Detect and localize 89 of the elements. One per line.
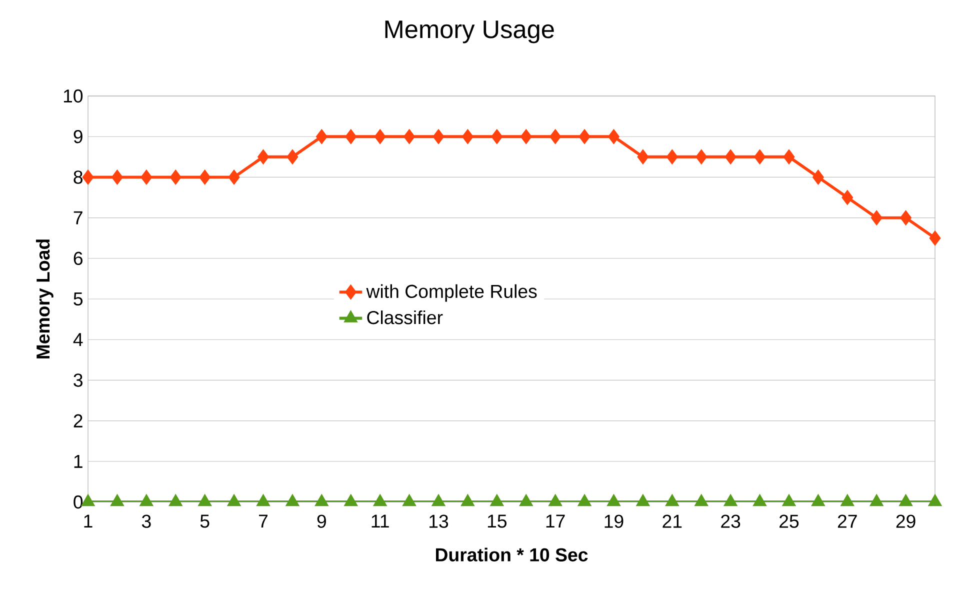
point: [403, 495, 416, 506]
y-tick-label: 7: [74, 211, 82, 224]
point: [286, 495, 299, 506]
point: [608, 130, 620, 144]
point: [636, 495, 650, 506]
y-tick-label: 6: [74, 252, 82, 266]
x-tick-label: 21: [662, 514, 682, 528]
point: [724, 495, 737, 506]
point: [900, 210, 912, 225]
point: [286, 150, 298, 164]
point: [754, 495, 766, 506]
point: [550, 130, 561, 144]
point: [258, 150, 269, 164]
point: [112, 170, 123, 184]
point: [462, 130, 474, 144]
point: [812, 170, 824, 184]
point: [666, 150, 678, 164]
point: [637, 150, 648, 164]
point: [344, 495, 357, 506]
point: [520, 130, 532, 144]
point: [812, 495, 824, 506]
point: [111, 495, 124, 506]
x-tick-label: 11: [372, 514, 389, 528]
point: [140, 170, 152, 184]
point: [433, 130, 444, 144]
point: [870, 495, 883, 506]
legend-label: Classifier: [367, 310, 443, 324]
point: [725, 150, 736, 164]
chart-title: Memory Usage: [385, 20, 554, 44]
point: [404, 130, 415, 144]
x-tick-label: 25: [780, 514, 799, 528]
y-tick-label: 9: [74, 130, 82, 144]
point: [784, 150, 794, 164]
point: [578, 495, 591, 506]
point: [198, 495, 211, 506]
y-axis-title: Memory Load: [36, 240, 54, 358]
y-tick-label: 4: [73, 333, 83, 346]
x-tick-label: 19: [604, 514, 624, 528]
x-tick-label: 5: [200, 514, 210, 528]
point: [696, 150, 707, 164]
x-tick-label: 17: [546, 514, 565, 528]
y-tick-label: 10: [64, 89, 83, 103]
point: [608, 495, 620, 506]
point: [199, 170, 210, 184]
point: [695, 495, 708, 506]
point: [140, 495, 153, 506]
point: [228, 170, 240, 184]
point: [82, 495, 94, 506]
point: [228, 495, 240, 506]
x-tick-label: 13: [430, 514, 448, 528]
point: [432, 495, 445, 506]
x-tick-label: 15: [488, 514, 506, 528]
y-tick-label: 3: [74, 374, 82, 387]
x-tick-label: 27: [838, 514, 857, 528]
y-tick-label: 5: [74, 292, 83, 306]
point: [842, 190, 853, 204]
x-tick-label: 1: [84, 514, 92, 528]
point: [316, 495, 328, 506]
point: [549, 495, 562, 506]
x-axis-title: Duration * 10 Sec: [436, 548, 588, 562]
point: [374, 495, 386, 506]
point: [871, 210, 882, 225]
point: [345, 130, 356, 144]
point: [462, 495, 474, 506]
y-tick-label: 2: [74, 414, 82, 428]
point: [257, 495, 270, 506]
point: [782, 495, 796, 506]
x-tick-label: 9: [317, 514, 326, 528]
point: [666, 495, 678, 506]
x-tick-label: 3: [142, 514, 151, 528]
y-tick-label: 8: [74, 170, 82, 184]
point: [374, 130, 386, 144]
point: [491, 130, 502, 144]
point: [579, 130, 590, 144]
point: [170, 170, 182, 184]
point: [490, 495, 503, 506]
y-tick-label: 1: [74, 454, 82, 468]
legend-label: with Complete Rules: [366, 284, 537, 302]
point: [900, 495, 912, 506]
point: [841, 495, 854, 506]
point: [520, 495, 532, 506]
point: [316, 130, 328, 144]
point: [754, 150, 766, 164]
x-tick-label: 7: [259, 514, 268, 528]
x-tick-label: 29: [896, 514, 916, 528]
point: [82, 170, 94, 184]
x-tick-label: 23: [721, 514, 740, 528]
point: [170, 495, 182, 506]
y-tick-label: 0: [74, 495, 83, 509]
